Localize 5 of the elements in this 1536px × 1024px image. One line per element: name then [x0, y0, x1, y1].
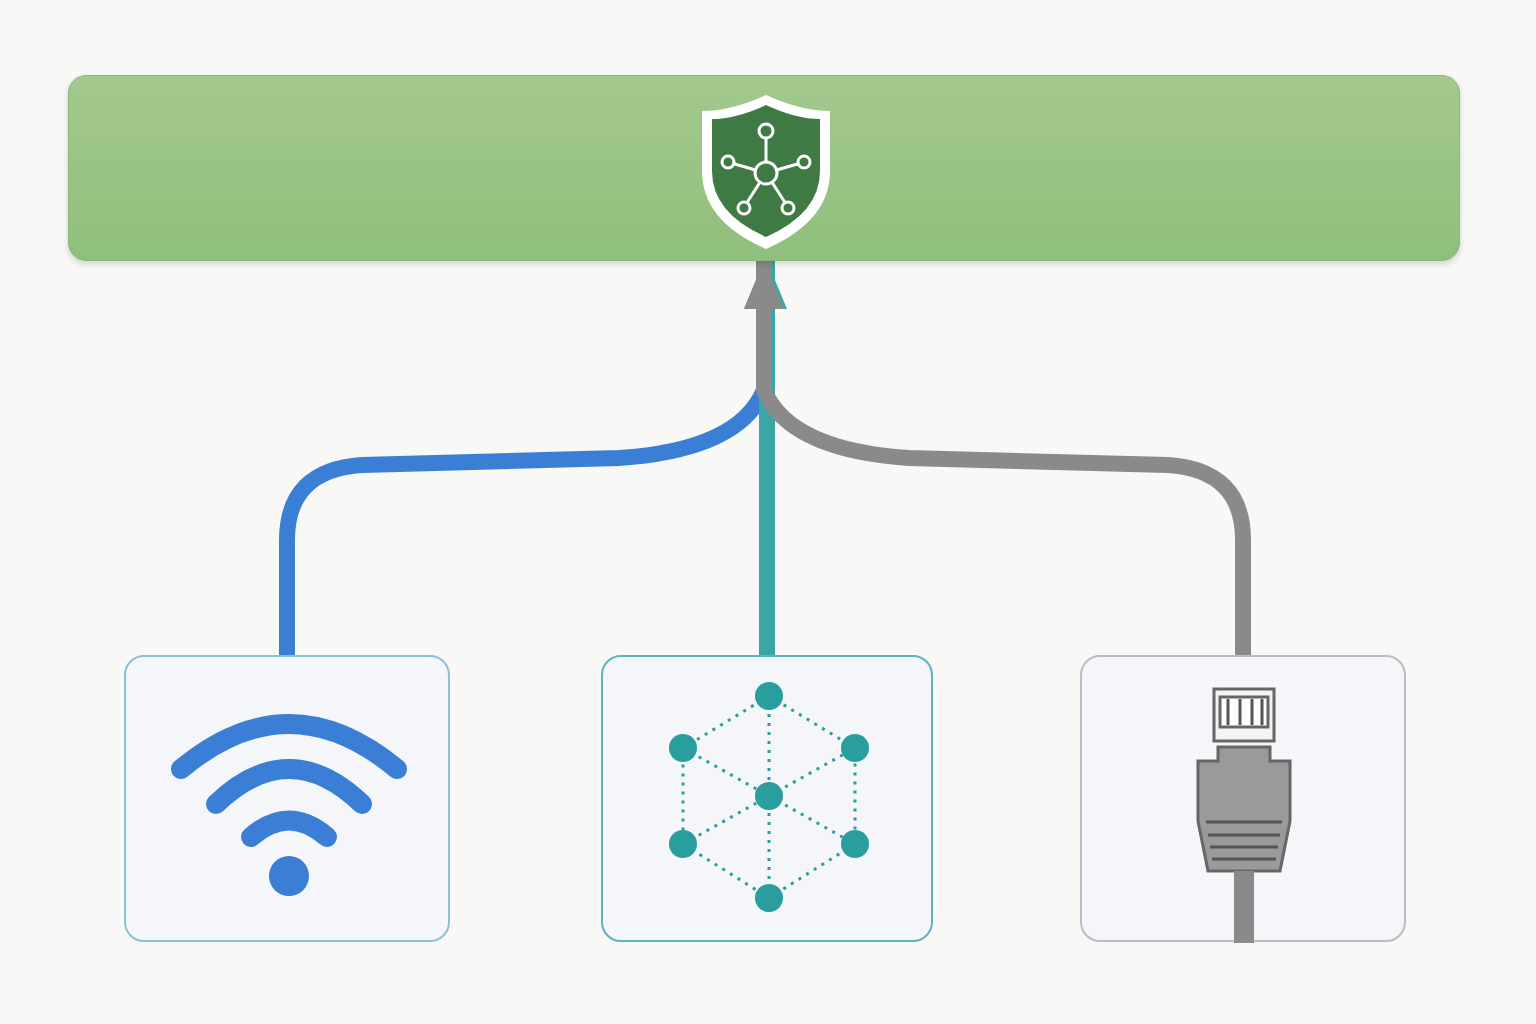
banner-bar	[68, 75, 1460, 261]
arrow	[744, 261, 1251, 655]
icon-card	[601, 655, 933, 942]
icon-card	[124, 655, 450, 942]
icon-card	[1080, 655, 1406, 942]
